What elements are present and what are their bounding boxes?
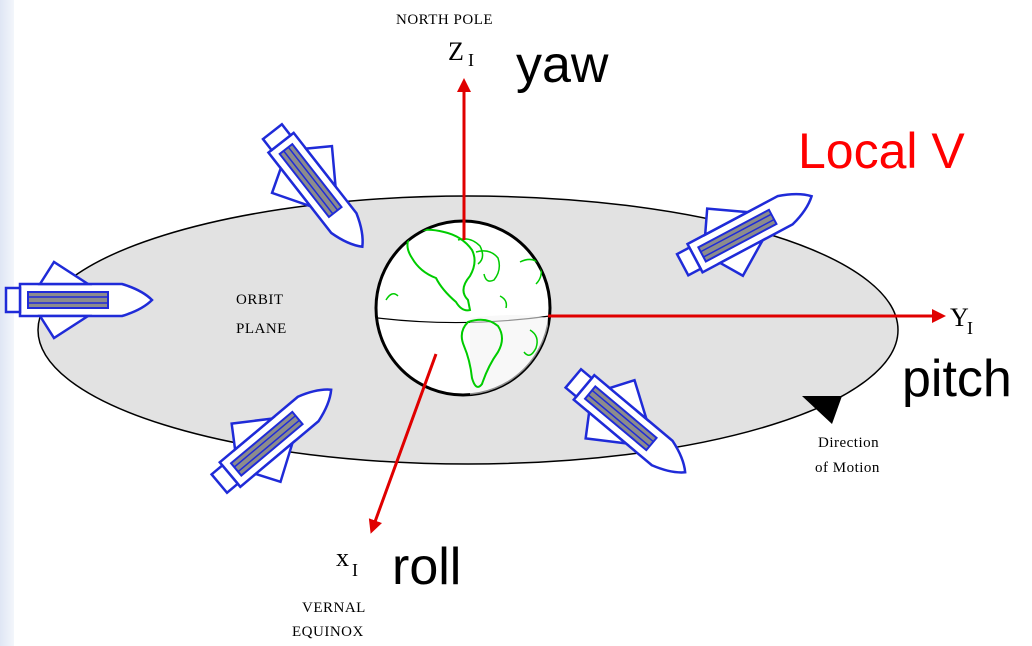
z-axis-label: Z (448, 37, 464, 66)
direction-arrow-icon (802, 396, 842, 424)
vernal-equinox-label-line2: EQUINOX (292, 624, 364, 640)
y-axis-subscript: I (967, 318, 973, 338)
space-shuttle-icon (563, 367, 687, 474)
space-shuttle-icon (4, 260, 154, 340)
orbit-plane-label-line2: PLANE (236, 321, 287, 337)
north-pole-label: NORTH POLE (396, 12, 493, 28)
z-axis-subscript: I (468, 50, 474, 70)
slide-left-edge (0, 0, 14, 646)
vernal-equinox-label-line1: VERNAL (302, 600, 366, 616)
y-axis-label: Y (950, 303, 969, 332)
roll-label: roll (392, 538, 461, 596)
space-shuttle-icon (675, 192, 814, 278)
local-frame-heading: Local V (798, 123, 965, 179)
yaw-label: yaw (516, 36, 609, 94)
pitch-label: pitch (902, 350, 1012, 408)
space-shuttle-icon (261, 122, 364, 249)
direction-label-line2: of Motion (815, 460, 880, 476)
x-axis-arrow (368, 353, 438, 534)
direction-label-line1: Direction (818, 435, 879, 451)
orbit-plane-label-line1: ORBIT (236, 292, 284, 308)
x-axis-subscript: I (352, 560, 358, 580)
space-shuttle-icon (209, 388, 333, 495)
x-axis-label: x (336, 543, 349, 572)
